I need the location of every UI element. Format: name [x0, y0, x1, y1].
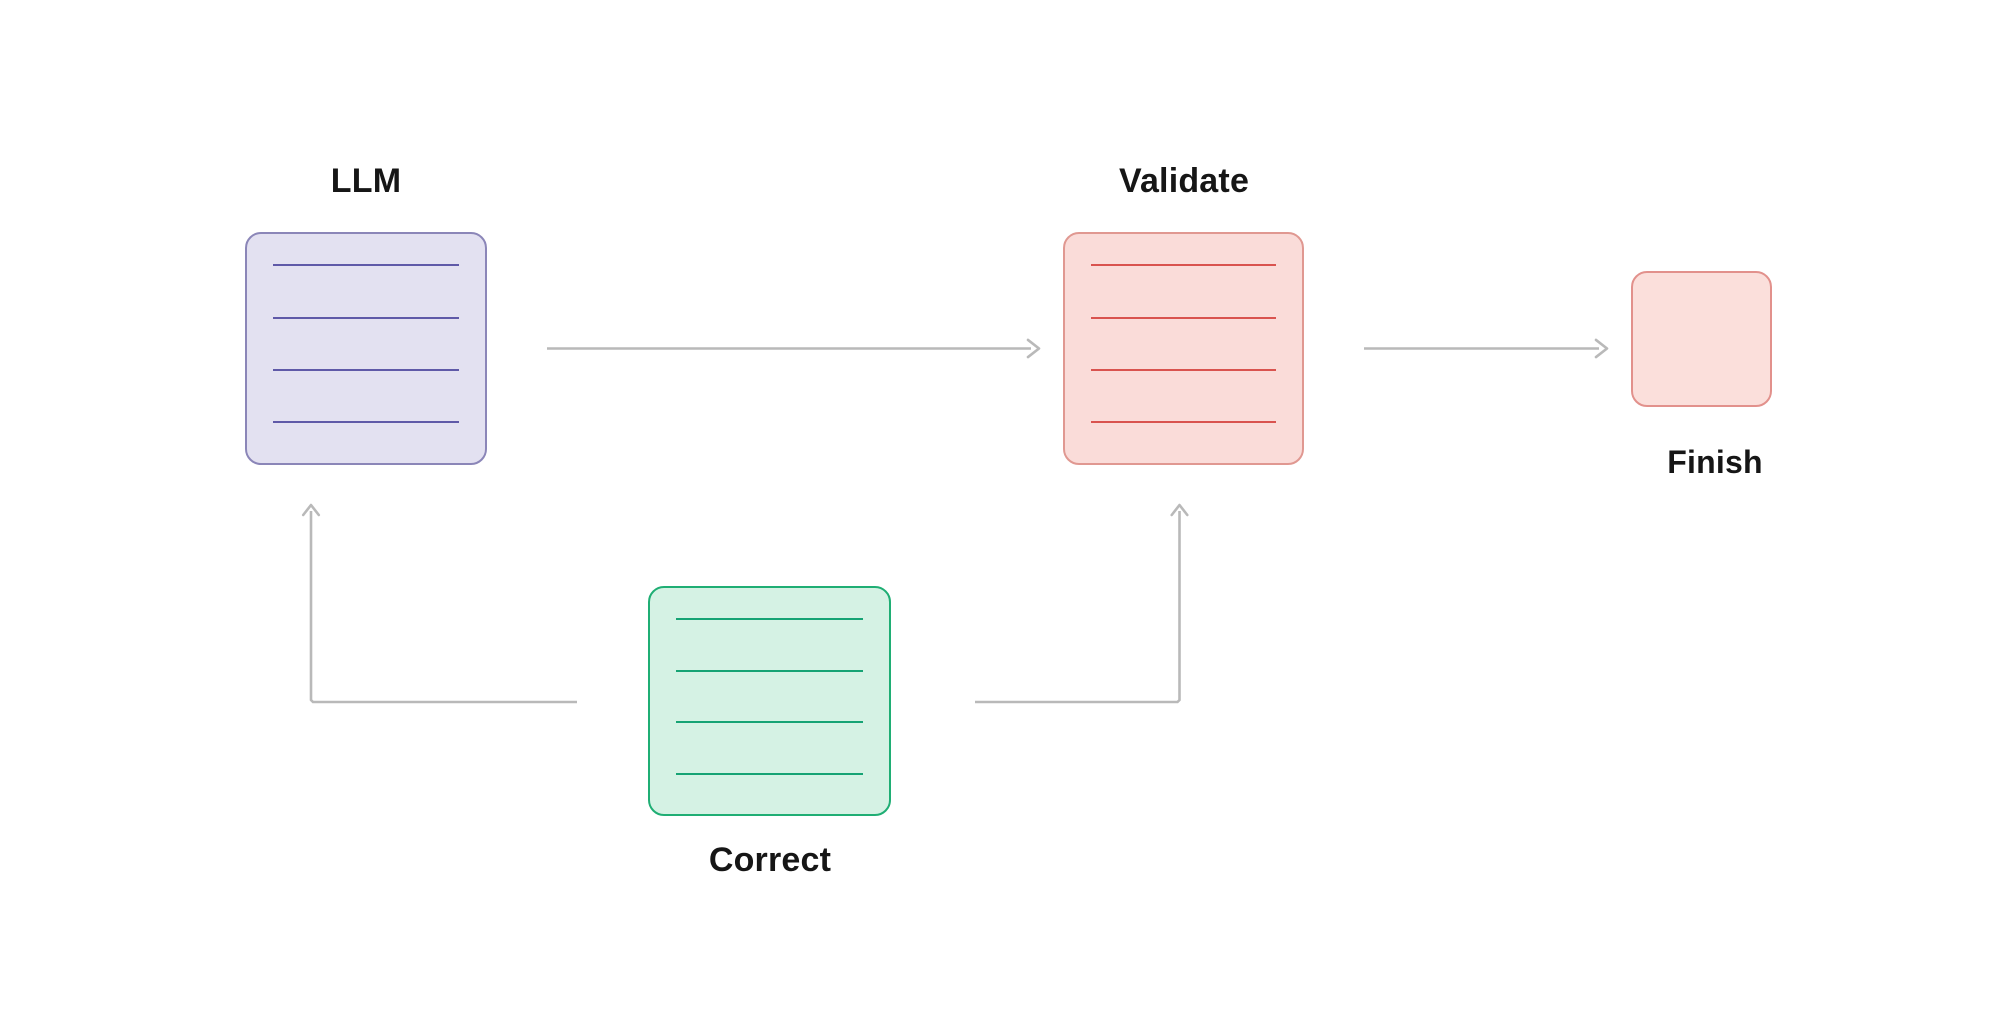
node-validate-label: Validate — [1118, 162, 1250, 200]
node-correct[interactable]: Correct — [648, 586, 891, 879]
node-correct-box[interactable] — [648, 586, 891, 816]
document-line — [1091, 369, 1276, 371]
node-llm-box[interactable] — [245, 232, 487, 465]
node-finish[interactable]: Finish — [1631, 271, 1772, 480]
arrowhead-validate-to-correct — [1170, 503, 1189, 517]
document-line — [273, 316, 459, 319]
node-validate-box[interactable] — [1063, 232, 1304, 465]
node-correct-document-lines — [650, 588, 889, 814]
node-llm-label: LLM — [330, 162, 402, 200]
node-llm[interactable]: LLM — [245, 162, 487, 465]
node-finish-label: Finish — [1667, 444, 1763, 480]
arrowhead-correct-to-llm — [301, 503, 321, 517]
document-line — [273, 264, 459, 267]
document-line — [273, 421, 459, 424]
node-llm-document-lines — [247, 234, 485, 463]
document-line — [676, 669, 863, 672]
arrowhead-llm-to-validate — [1026, 338, 1041, 359]
node-correct-label: Correct — [708, 841, 832, 879]
node-validate-document-lines — [1065, 234, 1302, 463]
document-line — [1091, 264, 1276, 267]
node-validate[interactable]: Validate — [1063, 162, 1304, 465]
document-line — [676, 772, 863, 775]
document-line — [676, 721, 863, 724]
edge-validate-to-correct — [975, 511, 1181, 704]
document-line — [273, 369, 459, 371]
node-finish-box[interactable] — [1631, 271, 1772, 407]
node-finish-document-lines — [1633, 273, 1770, 405]
document-line — [1091, 316, 1276, 319]
edge-correct-to-llm — [309, 511, 577, 704]
document-line — [1091, 421, 1276, 424]
document-line — [676, 617, 863, 620]
arrowhead-validate-to-finish — [1594, 338, 1609, 359]
